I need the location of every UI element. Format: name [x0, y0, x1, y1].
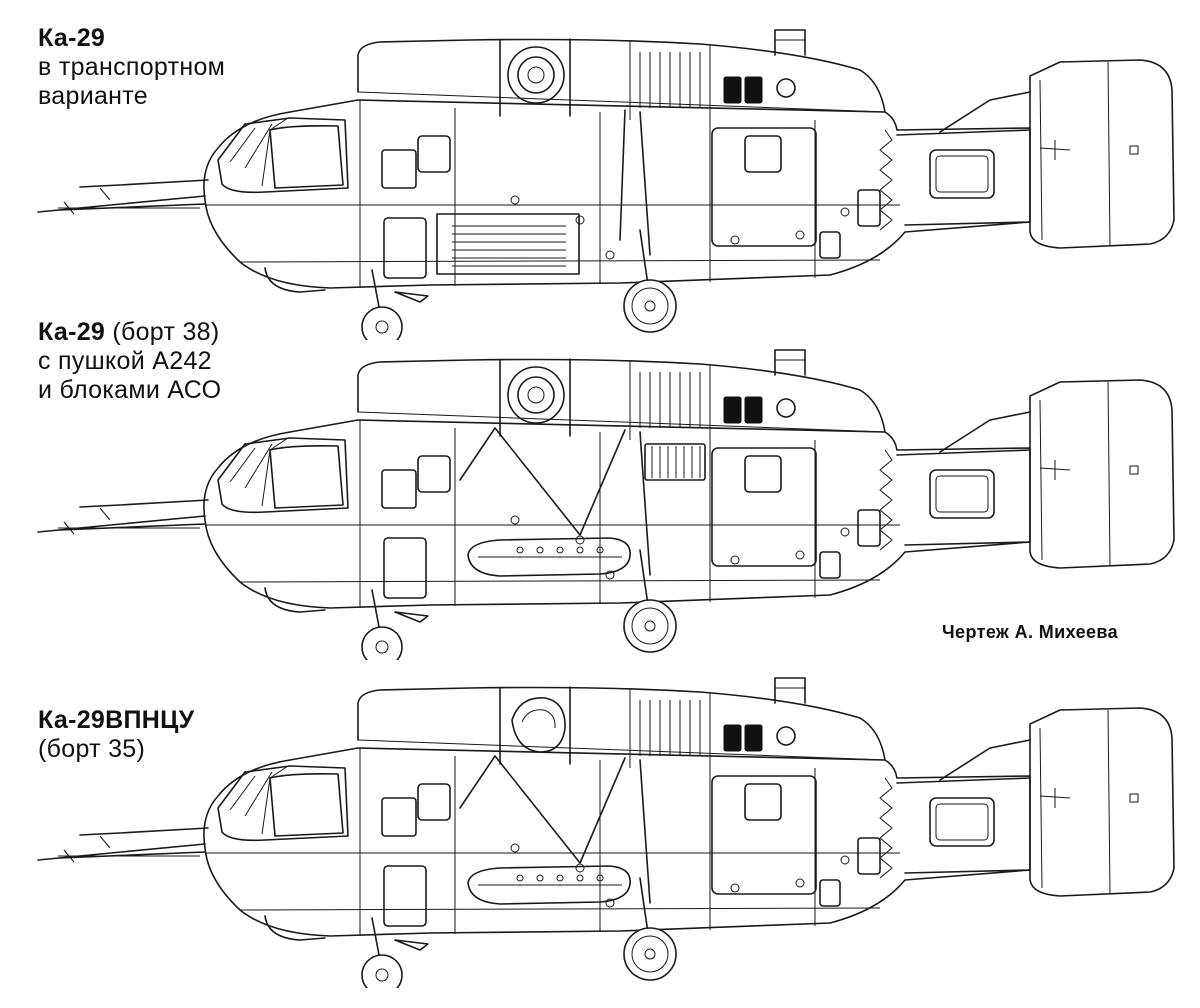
helicopter-drawing-vpncu: [0, 668, 1200, 988]
helicopter-profile-gun: [37, 349, 1175, 660]
pylon-strut: [459, 427, 651, 576]
tail-boom: [896, 777, 1031, 874]
access-panel: [723, 396, 742, 424]
drawing-credit: Чертеж А. Михеева: [942, 622, 1119, 642]
caption-model: Ка-29: [38, 318, 106, 346]
nose-gear-strut: [371, 589, 381, 633]
caption-vpncu: Ка-29ВПНЦУ (борт 35): [38, 706, 195, 764]
fuselage: [203, 99, 1031, 289]
nose-probe: [37, 827, 209, 861]
dorsal-fin: [939, 411, 1031, 453]
engine-intake: [507, 366, 565, 424]
nose-wheel: [361, 954, 403, 988]
caption-line: с пушкой А242: [38, 347, 212, 375]
aso-block: [644, 443, 706, 481]
caption-line: и блоками АСО: [38, 376, 222, 404]
cabin-door: [711, 127, 817, 247]
caption-line: варианте: [38, 82, 148, 110]
exhaust-stack: [774, 677, 806, 704]
nose-wheel: [361, 306, 403, 340]
intake-open: [511, 697, 566, 753]
nose-gear-strut: [371, 917, 381, 961]
tail-boom: [896, 449, 1031, 546]
dorsal-fin: [939, 91, 1031, 133]
main-gear-strut: [639, 229, 649, 286]
engine-cowling: [357, 686, 886, 761]
cockpit-glazing: [217, 765, 349, 842]
engine-cowling: [357, 358, 886, 433]
caption-model: Ка-29ВПНЦУ: [38, 706, 195, 734]
caption-model: Ка-29: [38, 24, 106, 52]
gun-pod: [467, 537, 631, 577]
pylon-strut: [459, 755, 651, 904]
cockpit-glazing: [217, 117, 349, 194]
nose-probe: [37, 179, 209, 213]
tail-fin: [1029, 707, 1175, 897]
main-gear-strut: [639, 549, 649, 606]
engine-cowling: [357, 38, 886, 113]
dorsal-fin: [939, 739, 1031, 781]
tail-fin: [1029, 59, 1175, 249]
cargo-container: [436, 213, 580, 275]
cabin-door: [711, 447, 817, 567]
nose-wheel: [361, 626, 403, 660]
caption-line: в транспортном: [38, 53, 226, 81]
cabin-window: [744, 455, 782, 493]
gun-pod: [467, 865, 631, 905]
access-panel: [723, 724, 742, 752]
caption-transport: Ка-29 в транспортном варианте: [38, 24, 225, 111]
access-panel: [723, 76, 742, 104]
engine-intake: [507, 46, 565, 104]
helicopter-profile-vpncu: [37, 677, 1175, 988]
fuselage: [203, 747, 1031, 937]
exhaust-stack: [774, 29, 806, 56]
caption-line: (борт 35): [38, 735, 146, 763]
fuselage: [203, 419, 1031, 609]
cockpit-glazing: [217, 437, 349, 514]
nose-gear-strut: [371, 269, 381, 313]
tail-fin: [1029, 379, 1175, 569]
main-gear-strut: [639, 877, 649, 934]
helicopter-drawing-transport: [0, 20, 1200, 340]
cabin-window: [744, 783, 782, 821]
helicopter-drawing-gun: [0, 340, 1200, 660]
cabin-window: [744, 135, 782, 173]
nose-probe: [37, 499, 209, 533]
exhaust-stack: [774, 349, 806, 376]
tail-boom: [896, 129, 1031, 226]
cabin-door: [711, 775, 817, 895]
caption-gun: Ка-29 (борт 38) с пушкой А242 и блоками …: [38, 318, 222, 404]
helicopter-profile-transport: [37, 29, 1175, 340]
